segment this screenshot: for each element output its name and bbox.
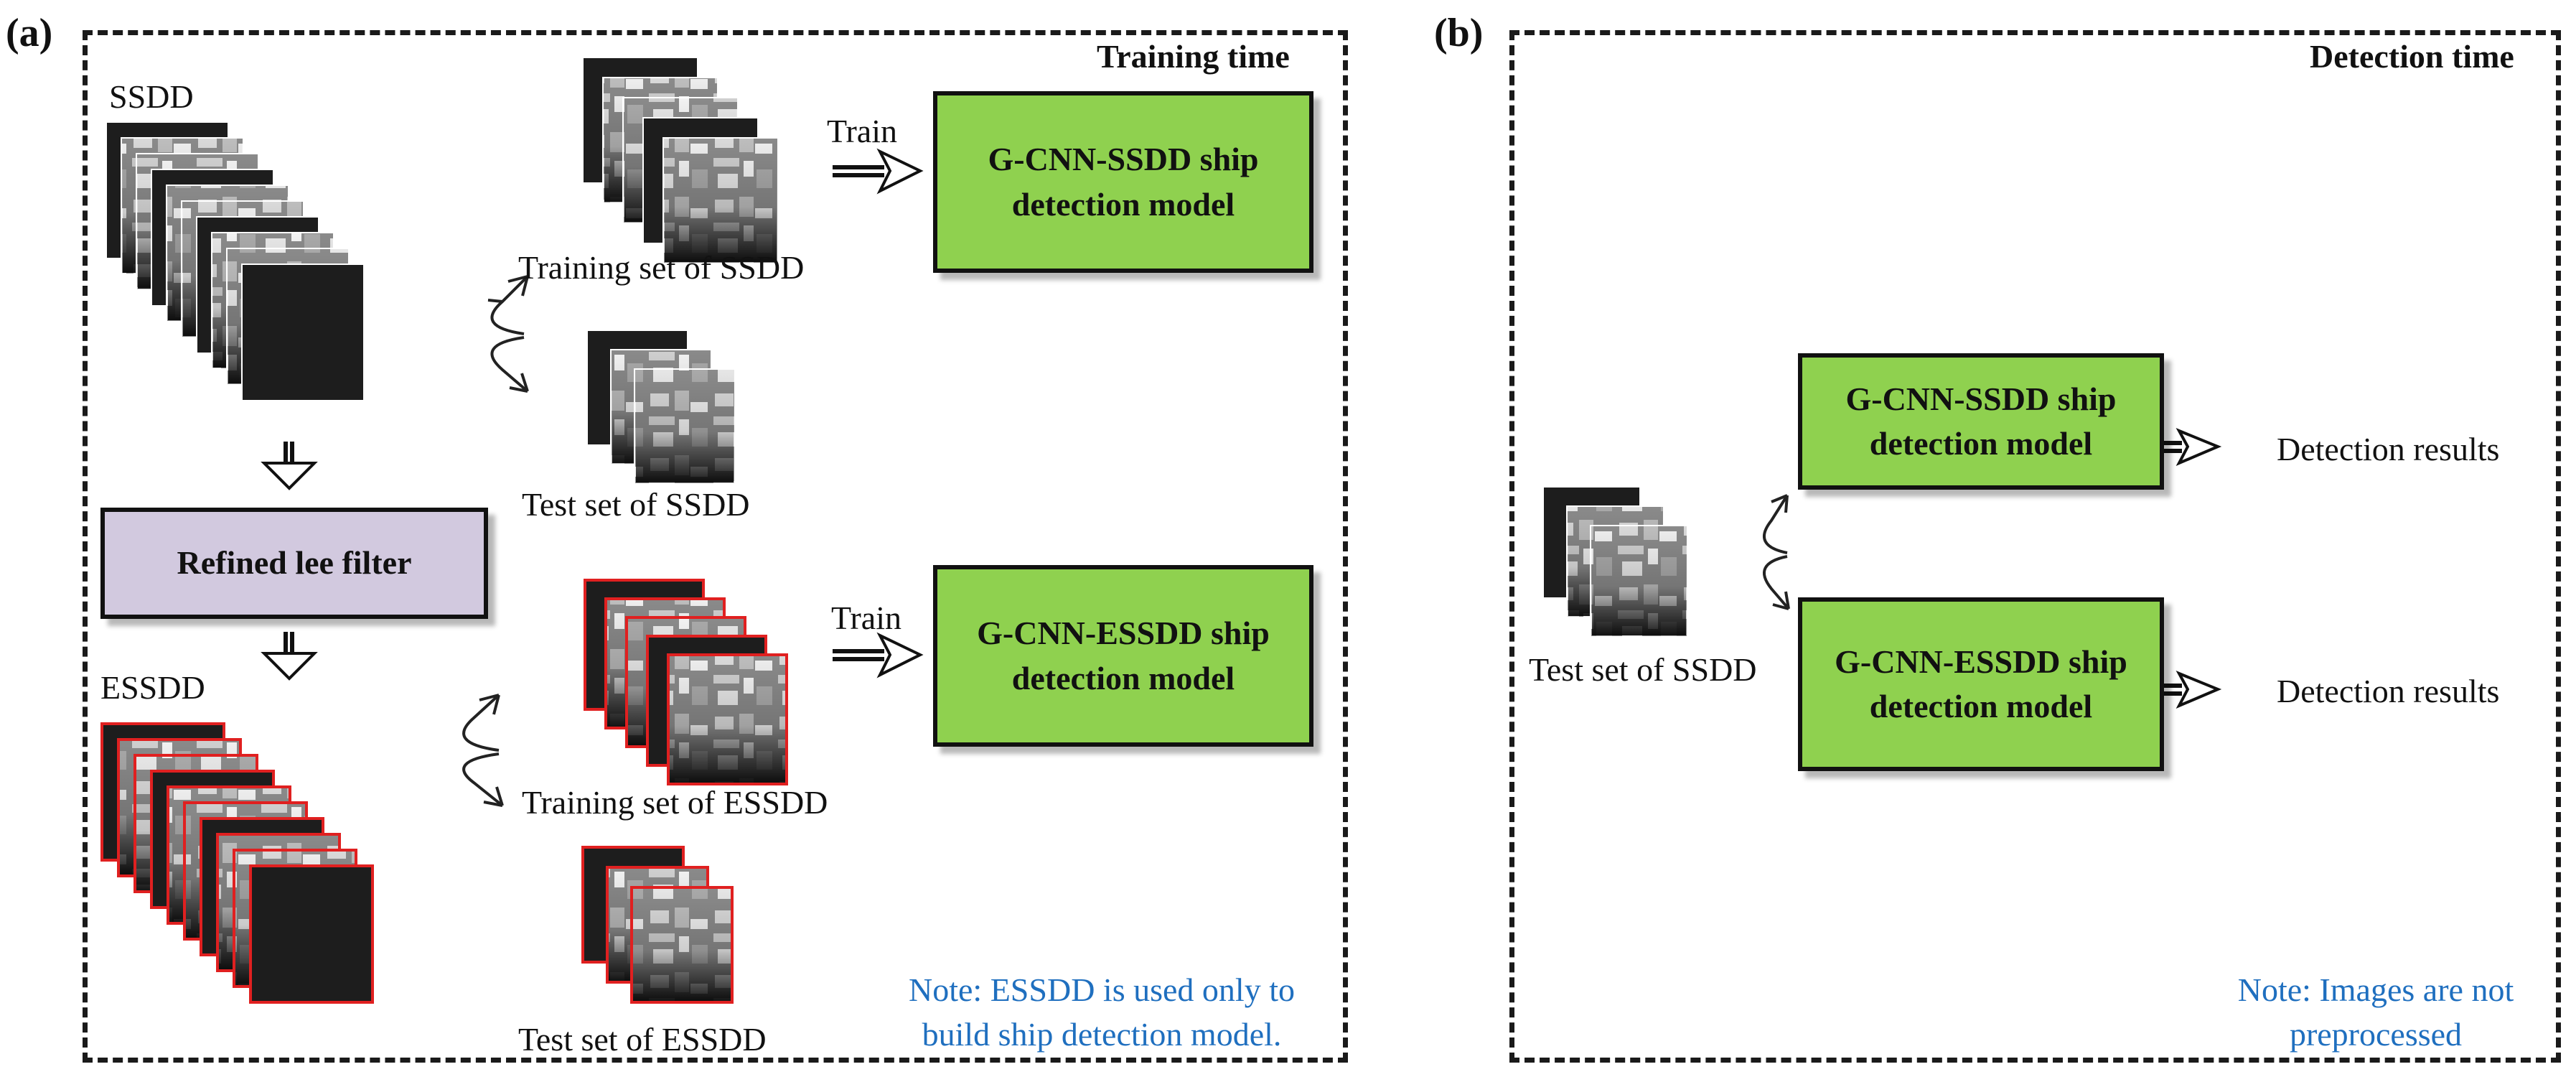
panel-a-label: (a) (6, 11, 53, 55)
result-arrow-bottom (2162, 671, 2222, 709)
ssdd-label: SSDD (109, 78, 194, 115)
training-set-ssdd-caption: Training set of SSDD (518, 249, 805, 286)
model-ssdd-line1: G-CNN-SSDD ship (988, 141, 1259, 178)
split-arrow-ssdd (487, 275, 529, 393)
down-arrow-filter (261, 632, 318, 681)
panel-a-title: Training time (1097, 38, 1290, 75)
model-ssdd-box-detection: G-CNN-SSDD ship detection model (1798, 353, 2164, 490)
note-b-line2: preprocessed (2289, 1016, 2463, 1053)
model-essdd-b-line2: detection model (1869, 688, 2093, 724)
train-arrow-top (833, 148, 924, 195)
panel-a-frame (83, 30, 1348, 1063)
model-essdd-box-training: G-CNN-ESSDD ship detection model (933, 565, 1313, 747)
test-essdd-stack (581, 846, 734, 1004)
sar-image-shade (665, 139, 777, 262)
model-ssdd-b-line2: detection model (1869, 425, 2093, 462)
note-panel-b: Note: Images are not preprocessed (2196, 968, 2555, 1057)
image-stacks (100, 57, 1688, 1004)
model-ssdd-line2: detection model (1011, 185, 1235, 223)
model-essdd-b-line1: G-CNN-ESSDD ship (1835, 643, 2127, 680)
refined-lee-filter-label: Refined lee filter (177, 544, 412, 582)
model-essdd-line2: detection model (1011, 659, 1235, 696)
test-set-ssdd-caption: Test set of SSDD (522, 486, 750, 523)
split-arrow-detection (1763, 494, 1790, 610)
note-b-line1: Note: Images are not (2237, 971, 2514, 1008)
train-arrow-bottom (833, 632, 924, 678)
training-set-essdd-caption: Training set of ESSDD (522, 784, 828, 821)
sar-image-shade (633, 889, 731, 1001)
train-label-bottom: Train (831, 600, 901, 636)
split-arrow-essdd (462, 694, 504, 807)
note-panel-a: Note: ESSDD is used only to build ship d… (865, 968, 1339, 1057)
note-a-line1: Note: ESSDD is used only to (909, 971, 1295, 1008)
down-arrow-ssdd (261, 442, 318, 490)
test-set-ssdd-caption-b: Test set of SSDD (1529, 651, 1757, 688)
train-label-top: Train (827, 113, 897, 149)
training-essdd-stack (584, 579, 788, 785)
note-a-line2: build ship detection model. (922, 1016, 1282, 1053)
ssdd-stack (106, 121, 365, 401)
panel-b-label: (b) (1434, 11, 1484, 55)
sar-image-shade (670, 656, 785, 783)
detection-results-top: Detection results (2277, 431, 2500, 467)
essdd-label: ESSDD (100, 669, 205, 706)
result-arrow-top (2162, 428, 2222, 467)
panel-b-frame (1509, 30, 2561, 1063)
panel-b-title: Detection time (2310, 38, 2514, 75)
test-set-essdd-caption: Test set of ESSDD (518, 1021, 767, 1058)
model-ssdd-b-line1: G-CNN-SSDD ship (1845, 380, 2117, 417)
test-ssdd-stack-b (1542, 486, 1688, 638)
sar-image-shade (636, 370, 734, 482)
sar-image (241, 263, 365, 401)
model-ssdd-box-training: G-CNN-SSDD ship detection model (933, 91, 1313, 273)
test-ssdd-stack (586, 330, 736, 485)
model-essdd-box-detection: G-CNN-ESSDD ship detection model (1798, 597, 2164, 771)
sar-image (249, 864, 374, 1004)
model-essdd-line1: G-CNN-ESSDD ship (977, 615, 1270, 652)
refined-lee-filter-box: Refined lee filter (100, 508, 488, 619)
training-ssdd-stack (582, 57, 779, 264)
detection-results-bottom: Detection results (2277, 673, 2500, 709)
sar-image-shade (1592, 527, 1686, 635)
essdd-stack (100, 722, 374, 1004)
